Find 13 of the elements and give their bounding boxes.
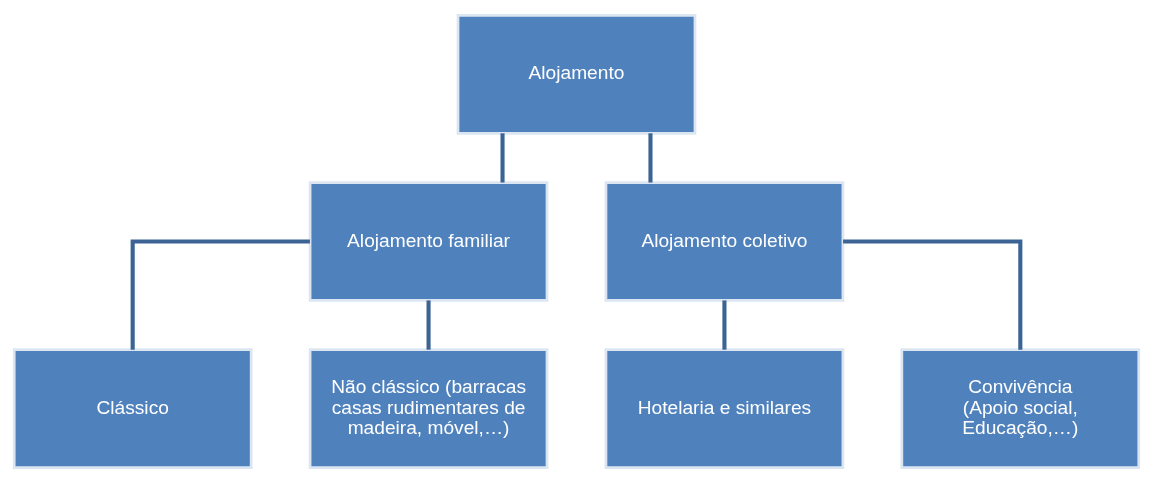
node-box: Convivência (Apoio social, Educação,…) [900,348,1141,469]
connector [843,239,1023,350]
node-box: Hotelaria e similares [604,348,845,469]
node-box: Não clássico (barracas casas rudimentares de madeira, móvel,…) [308,348,549,469]
connector [722,300,727,350]
connector [426,300,431,350]
connector [648,133,653,183]
connector [500,133,505,183]
node-box: Alojamento coletivo [604,181,845,302]
node-box: Alojamento familiar [308,181,549,302]
node-box: Alojamento [456,14,697,135]
node-box: Clássico [12,348,253,469]
connector [130,239,310,350]
